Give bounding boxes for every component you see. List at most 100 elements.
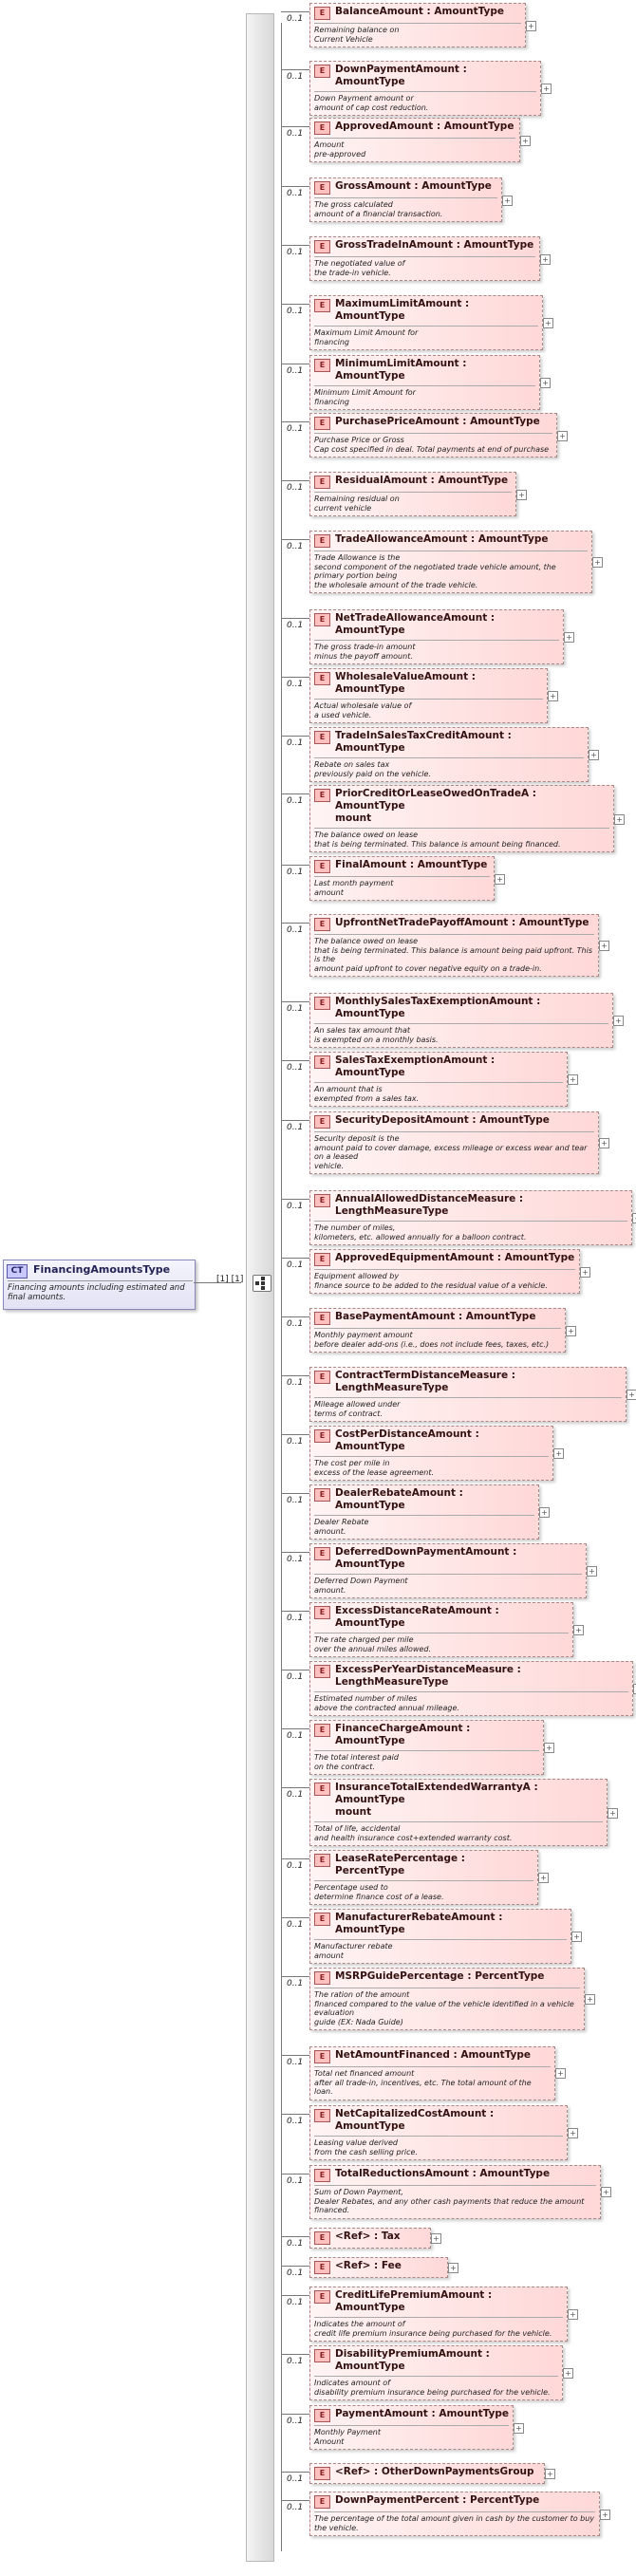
expand-icon[interactable] [495, 873, 505, 885]
expand-icon[interactable] [431, 2233, 441, 2244]
connector-line [281, 2236, 309, 2237]
expand-icon[interactable] [633, 1684, 636, 1694]
expand-icon[interactable] [568, 2128, 578, 2138]
expand-icon[interactable] [614, 813, 625, 825]
expand-icon[interactable] [516, 489, 527, 500]
complex-type-box[interactable]: CT FinancingAmountsType Financing amount… [3, 1260, 196, 1310]
element-documentation: The total interest paid on the contract. [314, 1750, 539, 1771]
expand-icon[interactable] [613, 1016, 624, 1026]
expand-icon[interactable] [632, 1213, 636, 1223]
expand-icon[interactable] [566, 1325, 576, 1336]
expand-icon[interactable] [553, 1448, 564, 1459]
expand-icon[interactable] [543, 318, 553, 328]
expand-icon[interactable] [540, 378, 551, 388]
expand-icon[interactable] [545, 2469, 555, 2479]
expand-icon[interactable] [514, 2422, 524, 2434]
expand-icon[interactable] [544, 1743, 554, 1753]
sequence-compositor-icon[interactable] [253, 1275, 271, 1292]
expand-icon[interactable] [563, 2368, 573, 2379]
element-name: CreditLifePremiumAmount : AmountType [335, 2289, 493, 2313]
expand-icon[interactable] [502, 195, 513, 206]
expand-icon[interactable] [540, 253, 551, 265]
expand-icon[interactable] [573, 1625, 584, 1635]
element-name: BalanceAmount : AmountType [335, 6, 505, 17]
element-box[interactable]: E<Ref> : OtherDownPaymentsGroup [309, 2463, 555, 2484]
expand-icon[interactable] [601, 2187, 611, 2198]
element-name: PaymentAmount : AmountType [335, 2408, 509, 2419]
expand-icon[interactable] [585, 1994, 595, 2005]
expand-icon[interactable] [555, 2068, 566, 2080]
expand-icon[interactable] [541, 84, 552, 94]
expand-icon[interactable] [548, 691, 558, 701]
element-icon: E [314, 1429, 330, 1443]
expand-icon[interactable] [520, 135, 531, 146]
expand-icon[interactable] [599, 941, 609, 951]
expand-icon[interactable] [587, 1566, 597, 1577]
element-box[interactable]: E<Ref> : Fee [309, 2257, 458, 2278]
expand-icon[interactable] [564, 632, 574, 643]
expand-icon[interactable] [526, 20, 536, 31]
expand-icon[interactable] [448, 2263, 458, 2273]
expand-icon[interactable] [568, 2309, 578, 2320]
expand-icon[interactable] [539, 1507, 550, 1518]
element-name: NetCapitalizedCostAmount : AmountType [335, 2108, 495, 2132]
connector-line [281, 1670, 309, 1671]
expand-icon[interactable] [608, 1807, 618, 1819]
expand-icon[interactable] [538, 1873, 549, 1883]
element-box[interactable]: E<Ref> : Tax [309, 2228, 441, 2249]
element-multiplicity: 0..1 [287, 2268, 304, 2278]
expand-icon[interactable] [599, 1138, 609, 1148]
expand-icon[interactable] [592, 557, 603, 568]
connector-line [281, 186, 309, 187]
expand-icon[interactable] [580, 1266, 590, 1278]
expand-icon[interactable] [557, 430, 568, 441]
element-icon: E [314, 1194, 330, 1207]
expand-icon[interactable] [627, 1390, 636, 1400]
expand-icon[interactable] [600, 2509, 610, 2520]
expand-icon[interactable] [571, 1932, 582, 1942]
element-documentation: An sales tax amount that is exempted on … [314, 1023, 608, 1044]
expand-icon[interactable] [568, 1074, 578, 1085]
expand-icon[interactable] [589, 750, 599, 760]
